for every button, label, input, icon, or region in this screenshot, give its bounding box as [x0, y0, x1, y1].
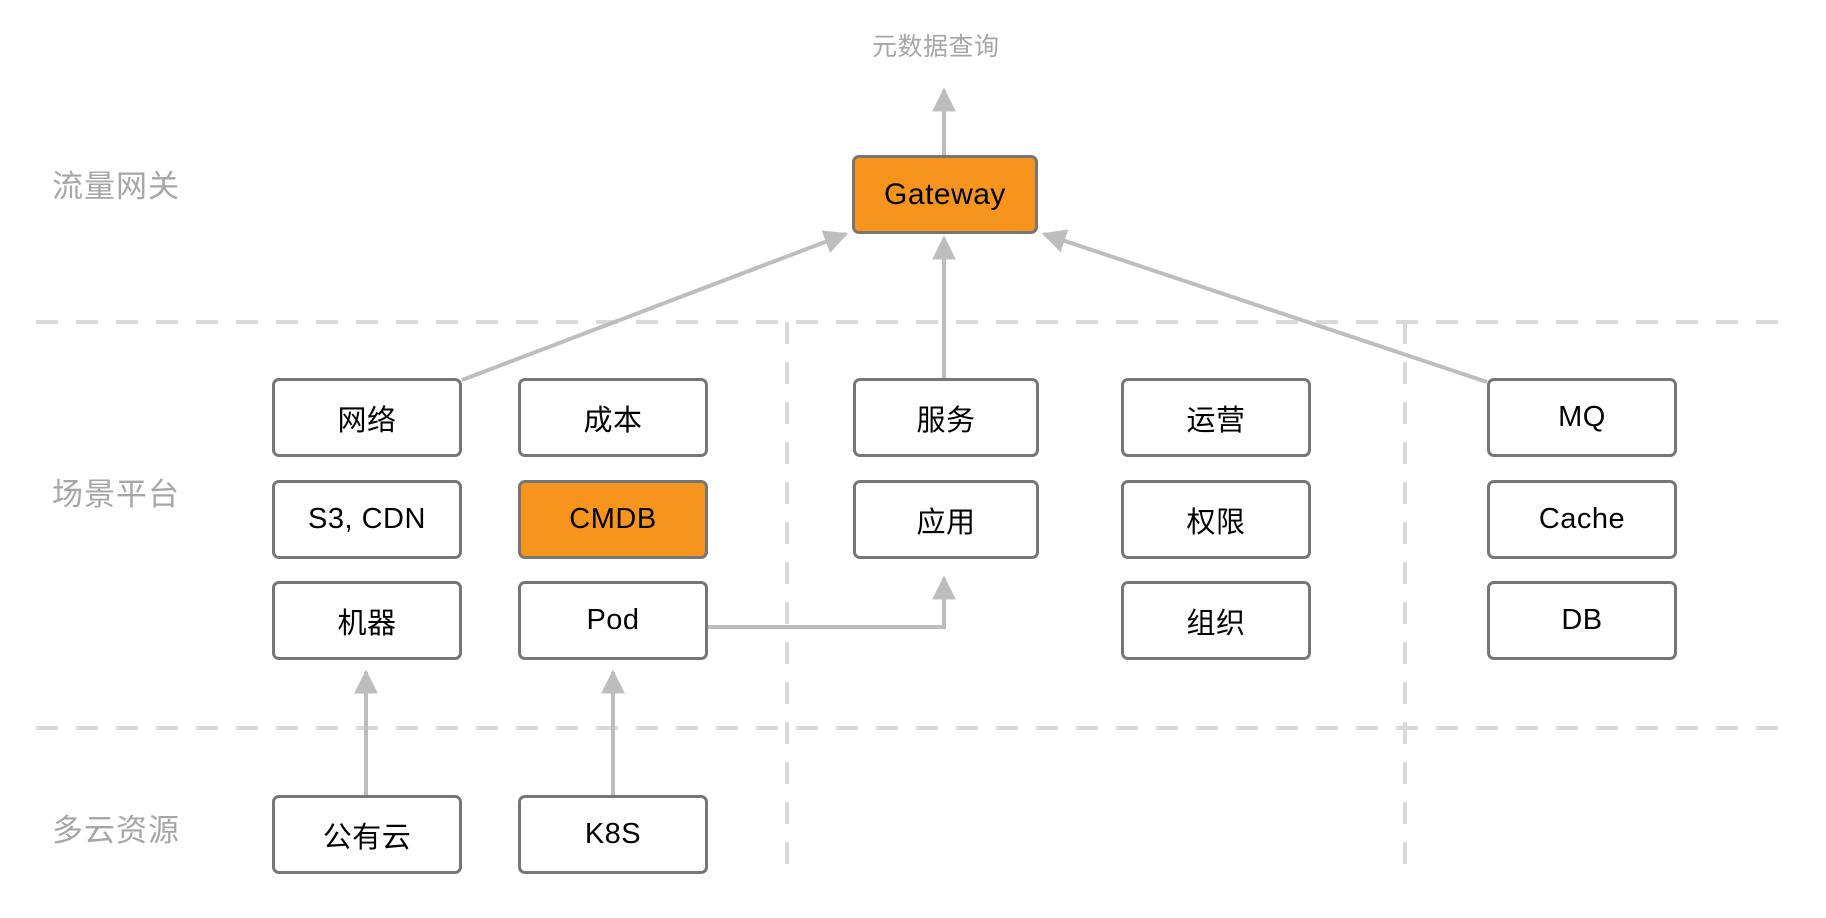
node-network[interactable]: 网络: [272, 378, 462, 457]
node-organization[interactable]: 组织: [1121, 581, 1311, 660]
node-operation[interactable]: 运营: [1121, 378, 1311, 457]
node-cmdb[interactable]: CMDB: [518, 480, 708, 559]
node-k8s[interactable]: K8S: [518, 795, 708, 874]
node-cost[interactable]: 成本: [518, 378, 708, 457]
node-service[interactable]: 服务: [853, 378, 1039, 457]
node-s3-cdn[interactable]: S3, CDN: [272, 480, 462, 559]
tier-label-scenario: 场景平台: [52, 477, 180, 512]
node-permission[interactable]: 权限: [1121, 480, 1311, 559]
node-gateway[interactable]: Gateway: [852, 155, 1038, 234]
node-public-cloud[interactable]: 公有云: [272, 795, 462, 874]
connector-pod-to-application: [708, 575, 956, 629]
connector-mq-to-gateway: [1041, 229, 1488, 384]
node-application[interactable]: 应用: [853, 480, 1039, 559]
connector-network-to-gateway: [461, 230, 849, 382]
tier-label-gateway: 流量网关: [52, 169, 180, 204]
node-pod[interactable]: Pod: [518, 581, 708, 660]
metadata-query-caption: 元数据查询: [872, 33, 1000, 61]
node-machine[interactable]: 机器: [272, 581, 462, 660]
tier-label-resource: 多云资源: [52, 813, 180, 848]
node-cache[interactable]: Cache: [1487, 480, 1677, 559]
node-db[interactable]: DB: [1487, 581, 1677, 660]
node-mq[interactable]: MQ: [1487, 378, 1677, 457]
